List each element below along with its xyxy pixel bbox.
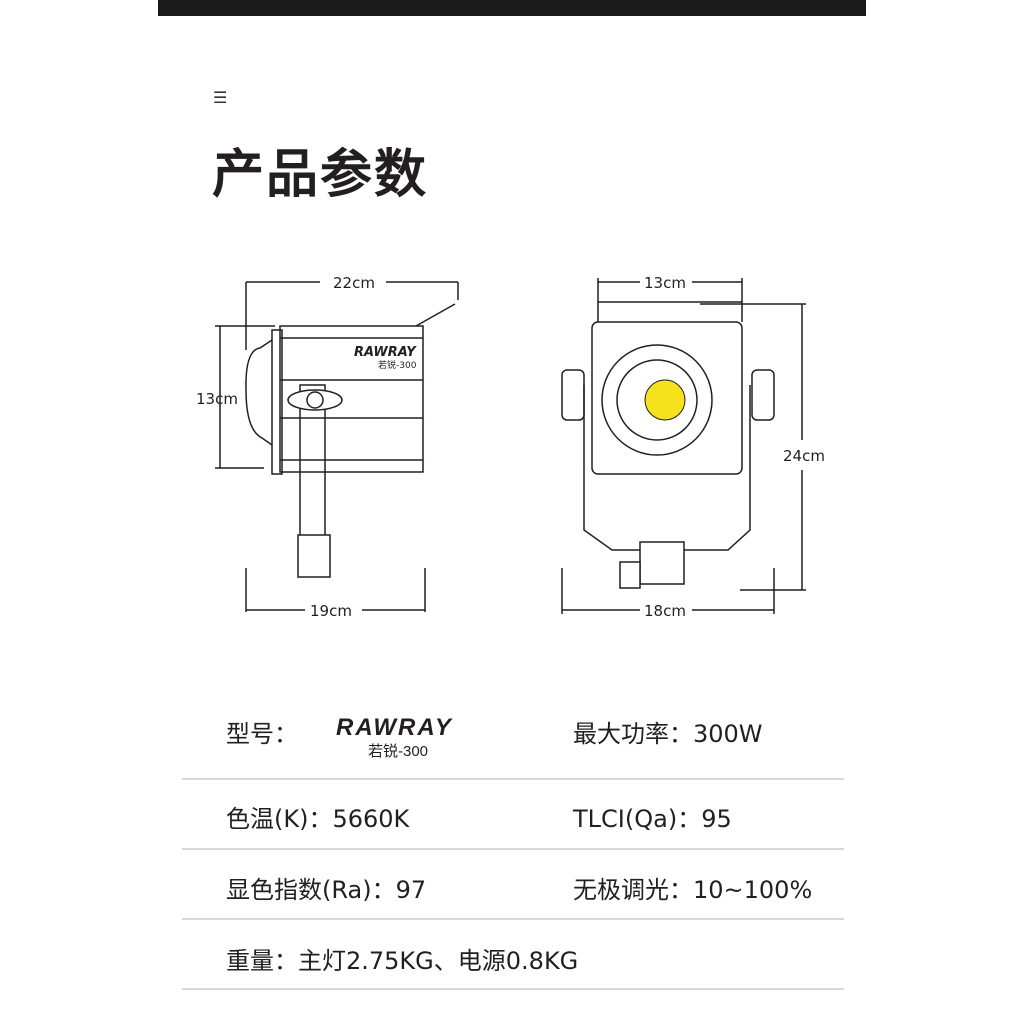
dimension-drawing: 22cm 13cm 19cm 13cm 24cm 18cm RAWRAY 若锐-… [196, 274, 825, 620]
menu-icon[interactable]: ☰ [213, 90, 228, 107]
brand-name: RAWRAY [336, 714, 453, 741]
front-height-label: 24cm [783, 447, 825, 465]
cri-spec: 显色指数(Ra)：97 [226, 876, 427, 904]
power-spec: 最大功率：300W [573, 720, 763, 748]
page-title: 产品参数 [212, 145, 429, 205]
side-width-label: 22cm [333, 274, 375, 292]
front-base-label: 18cm [644, 602, 686, 620]
device-model: 若锐-300 [378, 359, 417, 371]
model-name: 若锐-300 [368, 743, 429, 760]
color-temp-spec: 色温(K)：5660K [226, 805, 410, 833]
top-bar [158, 0, 866, 16]
side-view [215, 281, 459, 612]
spec-row [182, 780, 844, 850]
front-width-label: 13cm [644, 274, 686, 292]
spec-row [182, 920, 844, 990]
brand-logo: RAWRAY 若锐-300 [336, 714, 453, 761]
side-base-label: 19cm [310, 602, 352, 620]
spec-row [182, 700, 844, 780]
tlci-spec: TLCI(Qa)：95 [573, 805, 732, 833]
dimming-spec: 无极调光：10~100% [573, 876, 813, 904]
spec-row [182, 850, 844, 920]
model-label: 型号： [226, 720, 298, 748]
device-brand: RAWRAY [354, 345, 417, 360]
led-emitter [644, 379, 686, 421]
side-height-label: 13cm [196, 390, 238, 408]
weight-spec: 重量：主灯2.75KG、电源0.8KG [226, 947, 579, 975]
front-view [561, 278, 806, 614]
